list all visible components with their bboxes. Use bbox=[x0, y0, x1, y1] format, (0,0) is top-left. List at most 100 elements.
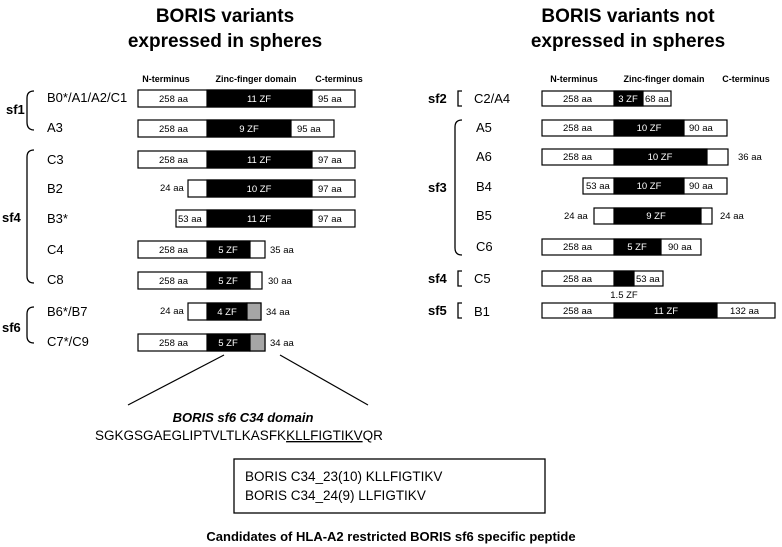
zoom-line-right bbox=[279, 354, 369, 406]
right-header-n-terminus: N-terminus bbox=[550, 74, 598, 84]
variant-row-B6: B6*/B7 24 aa 4 ZF 34 aa bbox=[47, 302, 290, 321]
sf4-bracket-left bbox=[26, 149, 35, 284]
left-header-c-terminus: C-terminus bbox=[315, 74, 363, 84]
n-term-label: 258 aa bbox=[159, 245, 189, 256]
variant-row-C6: C6 258 aa 5 ZF 90 aa bbox=[476, 238, 702, 256]
zf-label: 3 ZF bbox=[618, 94, 638, 105]
zf-domain bbox=[206, 209, 313, 228]
c-term-label: 90 aa bbox=[689, 181, 713, 192]
variant-row-C3: C3 258 aa 11 ZF 97 aa bbox=[47, 150, 356, 169]
zf-domain bbox=[206, 119, 292, 138]
candidate-peptide-2: BORIS C34_24(9) LLFIGTIKV bbox=[245, 488, 426, 503]
variant-row-C7: C7*/C9 258 aa 5 ZF 34 aa bbox=[47, 333, 294, 352]
variant-name: C5 bbox=[474, 271, 491, 286]
sf6-label: sf6 bbox=[2, 320, 21, 335]
variant-row-C5: C5 258 aa 1.5 ZF 53 aa bbox=[474, 270, 664, 301]
zf-domain bbox=[613, 270, 635, 287]
zf-label: 5 ZF bbox=[218, 276, 238, 287]
zf-domain bbox=[206, 150, 313, 169]
c34-domain-title: BORIS sf6 C34 domain bbox=[173, 410, 314, 425]
zf-label: 10 ZF bbox=[637, 181, 662, 192]
variant-name: A5 bbox=[476, 120, 492, 135]
sf5-bracket bbox=[457, 302, 462, 319]
variant-name: C8 bbox=[47, 272, 64, 287]
variant-name: B6*/B7 bbox=[47, 304, 87, 319]
n-term-label: 258 aa bbox=[159, 155, 189, 166]
sf4-label-right: sf4 bbox=[428, 271, 448, 286]
candidates-box bbox=[233, 458, 546, 514]
c-term-label: 95 aa bbox=[318, 94, 342, 105]
n-term-label: 24 aa bbox=[564, 211, 588, 222]
candidate-peptide-1: BORIS C34_23(10) KLLFIGTIKV bbox=[245, 469, 442, 484]
n-term-label: 258 aa bbox=[563, 152, 593, 163]
variant-row-B2: B2 24 aa 10 ZF 97 aa bbox=[47, 179, 356, 198]
variant-name: B5 bbox=[476, 208, 492, 223]
zf-domain bbox=[206, 179, 313, 198]
variant-row-B0: B0*/A1/A2/C1 258 aa 11 ZF 95 aa bbox=[47, 89, 356, 108]
c34-domain-segment bbox=[249, 333, 266, 352]
c-term-label: 97 aa bbox=[318, 184, 342, 195]
zf-domain bbox=[613, 238, 662, 256]
zoom-line-left bbox=[127, 354, 225, 406]
n-term-label: 24 aa bbox=[160, 306, 184, 317]
footer-caption: Candidates of HLA-A2 restricted BORIS sf… bbox=[206, 529, 575, 544]
zf-label: 4 ZF bbox=[217, 307, 237, 318]
variant-name: B3* bbox=[47, 211, 68, 226]
n-term-label: 258 aa bbox=[563, 242, 593, 253]
variant-name: C6 bbox=[476, 239, 493, 254]
c-term-label: 34 aa bbox=[270, 338, 294, 349]
n-term-label: 53 aa bbox=[586, 181, 610, 192]
c-term-label: 132 aa bbox=[730, 306, 760, 317]
zf-label: 5 ZF bbox=[218, 245, 238, 256]
n-term-label: 258 aa bbox=[159, 276, 189, 287]
zf-domain bbox=[613, 119, 685, 137]
c-term-label: 36 aa bbox=[738, 152, 762, 163]
variant-row-C8: C8 258 aa 5 ZF 30 aa bbox=[47, 271, 292, 290]
n-term-label: 258 aa bbox=[563, 274, 593, 285]
sequence-suffix: QR bbox=[363, 428, 384, 443]
variant-row-B5: B5 24 aa 9 ZF 24 aa bbox=[476, 207, 744, 225]
zf-domain bbox=[206, 271, 251, 290]
sf1-label: sf1 bbox=[6, 102, 25, 117]
c34-domain-segment bbox=[246, 302, 262, 321]
variant-row-B1: B1 258 aa 11 ZF 132 aa bbox=[474, 302, 776, 319]
zf-label: 10 ZF bbox=[648, 152, 673, 163]
c-term-label: 53 aa bbox=[636, 274, 660, 285]
left-header-n-terminus: N-terminus bbox=[142, 74, 190, 84]
variant-name: B2 bbox=[47, 181, 63, 196]
variant-name: B0*/A1/A2/C1 bbox=[47, 90, 127, 105]
n-term-label: 258 aa bbox=[563, 123, 593, 134]
zf-domain bbox=[613, 177, 685, 195]
n-term-label: 258 aa bbox=[563, 94, 593, 105]
c-term-label: 30 aa bbox=[268, 276, 292, 287]
zf-label: 5 ZF bbox=[218, 338, 238, 349]
c-term-label: 97 aa bbox=[318, 155, 342, 166]
left-header-zf-domain: Zinc-finger domain bbox=[216, 74, 297, 84]
variant-name: C7*/C9 bbox=[47, 334, 89, 349]
n-term-label: 258 aa bbox=[159, 124, 189, 135]
zf-label: 11 ZF bbox=[247, 214, 271, 225]
variant-name: A6 bbox=[476, 149, 492, 164]
variant-name: C3 bbox=[47, 152, 64, 167]
variant-name: C4 bbox=[47, 242, 64, 257]
right-title-line2: expressed in spheres bbox=[531, 31, 725, 52]
zf-label: 9 ZF bbox=[239, 124, 259, 135]
sf3-label: sf3 bbox=[428, 180, 447, 195]
zf-domain bbox=[206, 89, 313, 108]
zf-label: 1.5 ZF bbox=[610, 290, 638, 301]
zf-domain bbox=[613, 207, 702, 225]
right-header-c-terminus: C-terminus bbox=[722, 74, 770, 84]
sequence-underlined: KLLFIGTIKV bbox=[286, 428, 363, 443]
sf3-bracket bbox=[454, 119, 463, 256]
sf2-bracket bbox=[457, 90, 462, 107]
sf1-bracket bbox=[26, 90, 35, 131]
c-term-label: 35 aa bbox=[270, 245, 294, 256]
zf-label: 11 ZF bbox=[247, 155, 271, 166]
variant-name: A3 bbox=[47, 120, 63, 135]
n-term-label: 258 aa bbox=[159, 94, 189, 105]
zf-label: 11 ZF bbox=[247, 94, 271, 105]
c-term-label: 95 aa bbox=[297, 124, 321, 135]
c-term-label: 24 aa bbox=[720, 211, 744, 222]
variant-name: B4 bbox=[476, 179, 492, 194]
